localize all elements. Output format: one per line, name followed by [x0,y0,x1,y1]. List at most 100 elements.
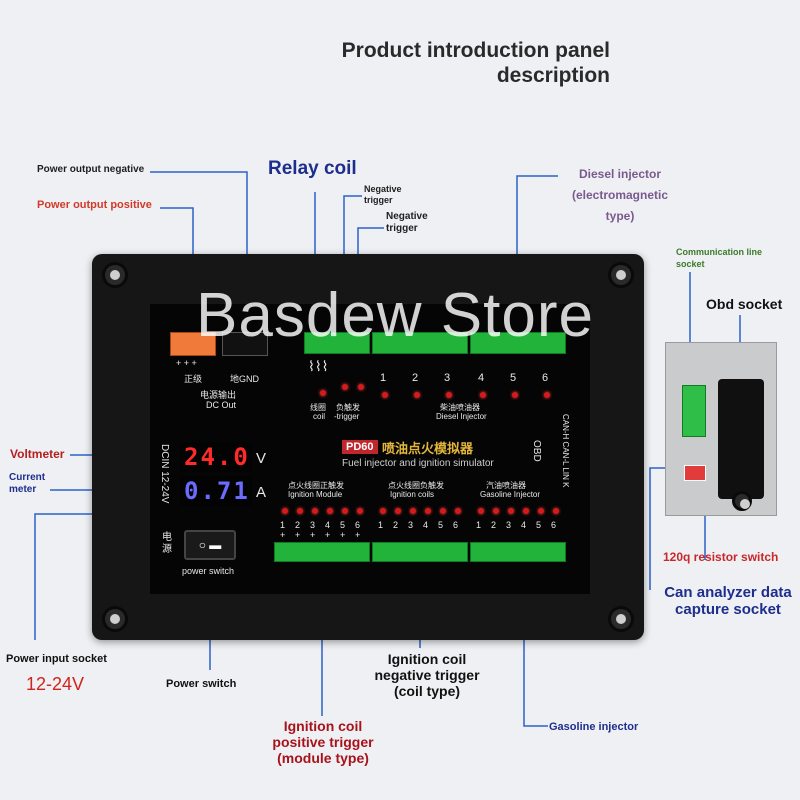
ign-module-cn-label: 点火线圈正触发 [288,481,344,490]
screw-top-left [102,262,128,288]
voltage-unit: V [256,450,267,467]
dc-out-positive-label: 正级 [184,374,203,384]
callout-power-output-positive: Power output positive [37,199,152,211]
callout-relay-coil: Relay coil [268,158,357,179]
callout-ignition-coil-negative: Ignition coil negative trigger (coil typ… [374,651,480,699]
diesel-led-5 [512,392,518,398]
ign-module-led [282,508,288,514]
ign-coils-cn-label: 点火线圈负触发 [388,481,444,490]
gas-inj-led [508,508,514,514]
callout-ignition-coil-positive: Ignition coil positive trigger (module t… [272,718,374,766]
coil-led [320,390,326,396]
callout-power-output-negative: Power output negative [37,164,145,175]
page-title: Product introduction panel description [300,38,610,88]
gas-inj-en-label: Gasoline Injector [480,490,541,499]
gas-inj-led [553,508,559,514]
obd-photo-screw [732,491,752,511]
dc-out-en-label: DC Out [206,400,237,410]
obd-closeup-photo [665,342,777,516]
neg-trigger-led-1 [342,384,348,390]
relay-coil-symbol: ⌇⌇⌇ [308,358,329,374]
ign-module-en-label: Ignition Module [288,490,343,499]
gas-inj-terminal[interactable] [470,542,566,562]
callout-can-analyzer: Can analyzer data capture socket [664,584,792,618]
diesel-led-4 [480,392,486,398]
obd-label: OBD [531,440,542,462]
diesel-led-3 [446,392,452,398]
dc-out-gnd-label: 地GND [230,374,259,384]
callout-negative-trigger-1: Negative trigger [364,184,402,205]
diesel-cn-label: 柴油喷油器 [440,403,480,412]
diesel-injector-terminal-b[interactable] [470,332,566,354]
diesel-led-6 [544,392,550,398]
neg-trigger-cn-label: 负触发 [336,403,360,412]
product-name-en: Fuel injector and ignition simulator [342,458,494,469]
callout-voltmeter: Voltmeter [10,447,65,461]
ign-coils-led [440,508,446,514]
line-diesel-injector [516,175,558,288]
coil-cn-label: 线圈 [310,403,326,412]
ign-module-led [297,508,303,514]
diesel-led-2 [414,392,420,398]
callout-communication-line-socket: Communication line socket [676,247,763,269]
power-switch-label: power switch [182,566,235,576]
store-watermark: Basdew Store [196,281,594,350]
simulator-panel: + + + 正级 地GND 电源输出 DC Out ⌇⌇⌇ 线圈 coil 负触… [92,254,644,640]
callout-power-input-socket: Power input socket [6,653,107,665]
callout-resistor-switch: 120q resistor switch [663,550,779,564]
model-badge: PD60 [342,440,378,454]
can-pins-label: CAN-H CAN-L LIN K [561,414,570,488]
diesel-led-1 [382,392,388,398]
gas-inj-cn-label: 汽油喷油器 [486,481,526,490]
ign-coils-en-label: Ignition coils [390,490,435,499]
ammeter-display: 0.71 [180,476,252,506]
ign-module-led [312,508,318,514]
screw-top-right [608,262,634,288]
ign-module-led [327,508,333,514]
callout-voltage-range: 12-24V [26,674,85,694]
dc-out-plus-marks: + + + [176,358,197,368]
ign-coils-led [410,508,416,514]
callout-diesel-injector: Diesel injector (electromagnetic type) [571,167,669,223]
ign-module-led [357,508,363,514]
ign-coils-led [380,508,386,514]
dc-out-positive-terminal[interactable] [170,332,216,356]
neg-trigger-led-2 [358,384,364,390]
gas-inj-led [478,508,484,514]
line-power-input [34,513,96,640]
ign-coils-led [425,508,431,514]
gas-inj-led [493,508,499,514]
resistor-switch-dip [684,465,706,481]
callout-power-switch: Power switch [166,678,237,690]
obd-connector [718,379,764,499]
callout-obd-socket: Obd socket [706,296,783,312]
ign-coils-terminal[interactable] [372,542,468,562]
gas-inj-led [523,508,529,514]
voltmeter-display: 24.0 [180,442,252,472]
power-switch-toggle[interactable]: ○ ▬ [184,530,236,560]
callout-gasoline-injector: Gasoline injector [549,721,639,733]
screw-bottom-right [608,606,634,632]
power-cn-label: 电源 [162,532,172,555]
ign-coils-led [395,508,401,514]
coil-en-label: coil [313,412,326,421]
neg-trigger-en-label: -trigger [334,412,360,421]
relay-coil-terminal[interactable] [304,332,370,354]
title-line-2: description [496,64,610,87]
gas-inj-led [538,508,544,514]
diesel-en-label: Diesel Injector [436,412,487,421]
dc-out-gnd-terminal[interactable] [222,332,268,356]
screw-bottom-left [102,606,128,632]
title-line-1: Product introduction panel [341,39,610,62]
current-unit: A [256,484,267,501]
callout-current-meter: Current meter [9,472,46,495]
dc-in-label: DCIN 12-24V [159,444,170,504]
diesel-injector-terminal-a[interactable] [372,332,468,354]
dc-out-cn-label: 电源输出 [200,390,237,400]
product-name-cn: 喷油点火模拟器 [382,441,474,456]
callout-negative-trigger-2: Negative trigger [386,211,428,234]
ign-coils-led [455,508,461,514]
comm-terminal [682,385,706,437]
ign-module-led [342,508,348,514]
ign-module-terminal[interactable] [274,542,370,562]
